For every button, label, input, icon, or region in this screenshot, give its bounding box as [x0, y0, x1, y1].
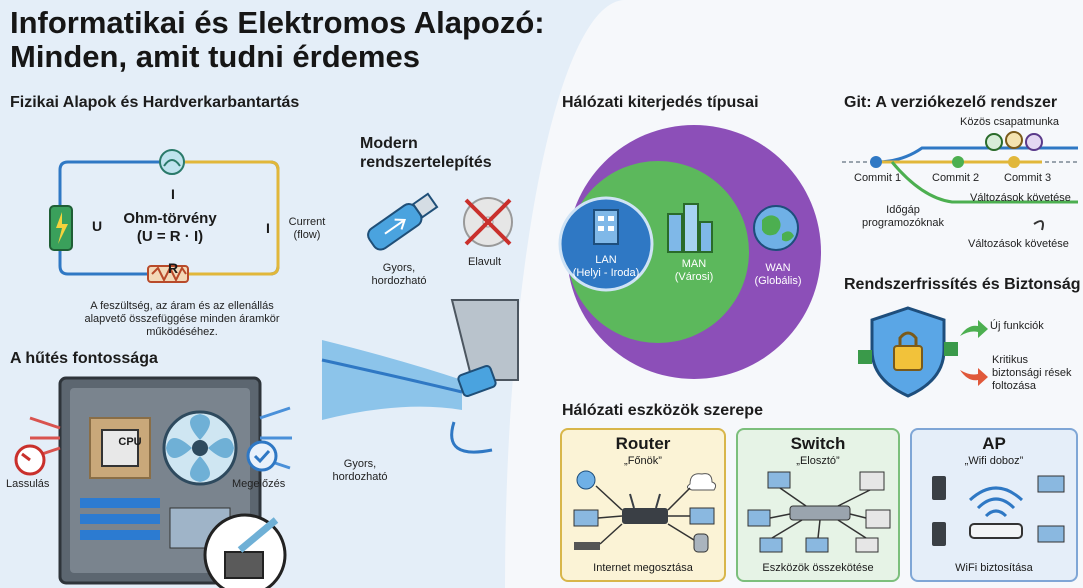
- check-gauge-icon: [246, 440, 278, 472]
- new-features-label: Új funkciók: [990, 320, 1044, 332]
- monitor-icon: [767, 471, 791, 489]
- green-arrow-icon: [960, 320, 988, 338]
- network-scope-diagram: [558, 125, 821, 379]
- changes-label-1: Változások követése: [970, 192, 1071, 204]
- ohm-description: A feszültség, az áram és az ellenállás a…: [84, 300, 280, 338]
- install-heading: Modern rendszertelepítés: [360, 135, 492, 171]
- avatar: [1025, 133, 1043, 151]
- ohm-circuit-diagram: [49, 149, 280, 283]
- wifi-icon: [968, 486, 1024, 518]
- current-label: Current (flow): [288, 216, 326, 241]
- laptop-usb-illustration: [321, 299, 519, 454]
- meter-icon: [159, 149, 185, 175]
- ap-diagram: [932, 475, 1065, 546]
- usb-drive-icon: [367, 192, 439, 251]
- monitor-icon: [689, 507, 715, 525]
- globe-icon: [753, 205, 799, 251]
- ap-card: AP „Wifi doboz” WiFi biztosítása: [910, 428, 1078, 582]
- speedometer-icon: [14, 444, 46, 476]
- commit-node-1: [870, 156, 882, 168]
- avatar: [985, 133, 1003, 151]
- commit-node-3: [1008, 156, 1020, 168]
- label-i-right: I: [266, 220, 270, 236]
- undo-arrow-icon: [1033, 220, 1044, 231]
- git-branch-diagram: [842, 131, 1078, 231]
- usb-label: Gyors, hordozható: [371, 262, 427, 287]
- commit1-label: Commit 1: [854, 172, 902, 184]
- monitor-icon: [573, 509, 599, 527]
- laptop-icon: [1037, 475, 1065, 493]
- cpu-chip: [101, 429, 139, 467]
- laptop-label: Gyors, hordozható: [332, 458, 388, 483]
- lan-label: LAN (Helyi - Iroda): [572, 254, 640, 279]
- phone-icon: [932, 476, 946, 500]
- office-building-icon: [593, 209, 619, 245]
- security-heading: Rendszerfrissítés és Biztonság: [844, 276, 1081, 293]
- git-heading: Git: A verziókezelő rendszer: [844, 94, 1058, 111]
- changes-label-2: Változások követése: [968, 238, 1069, 250]
- page-title: Informatikai és Elektromos Alapozó: Mind…: [10, 5, 545, 74]
- cloud-icon: [686, 473, 717, 491]
- database-icon: [693, 533, 709, 553]
- thermal-paste-icon: [203, 513, 287, 588]
- phone-icon: [932, 522, 946, 546]
- router-icon: [622, 508, 668, 524]
- city-icon: [667, 203, 713, 253]
- label-u: U: [92, 218, 103, 234]
- switch-diagram: [747, 471, 891, 553]
- printer-icon: [855, 537, 879, 553]
- commit3-label: Commit 3: [1004, 172, 1052, 184]
- devices-heading: Hálózati eszközök szerepe: [562, 402, 763, 419]
- globe-icon: [576, 470, 596, 490]
- printer-icon: [859, 471, 885, 491]
- physical-heading: Fizikai Alapok és Hardverkarbantartás: [10, 94, 300, 111]
- switch-card: Switch „Elosztó” Eszközök összekötése: [736, 428, 900, 582]
- network-types-heading: Hálózati kiterjedés típusai: [562, 94, 759, 111]
- label-r: R: [168, 260, 179, 276]
- commit-node-2: [952, 156, 964, 168]
- prevent-label: Megelőzés: [232, 478, 286, 490]
- monitor-icon: [805, 537, 829, 553]
- label-i-top: I: [171, 186, 175, 202]
- monitor-icon: [759, 537, 783, 553]
- commit2-label: Commit 2: [932, 172, 980, 184]
- shield-lock-icon: [858, 306, 958, 398]
- cpu-label: CPU: [118, 436, 142, 448]
- wan-label: WAN (Globális): [754, 262, 802, 287]
- printer-icon: [865, 509, 891, 529]
- router-diagram: [573, 470, 717, 553]
- slow-label: Lassulás: [6, 478, 50, 490]
- ohm-law-label: Ohm-törvény (U = R · I): [123, 210, 217, 245]
- red-arrow-icon: [960, 368, 988, 386]
- time-gap-label: Időgáp programozóknak: [862, 204, 944, 229]
- avatar: [1005, 131, 1023, 149]
- critical-patch-label: Kritikus biztonsági rések foltozása: [992, 354, 1072, 392]
- git-team-label: Közös csapatmunka: [960, 116, 1060, 128]
- switch-icon: [789, 505, 851, 521]
- laptop-icon: [1037, 525, 1065, 543]
- obsolete-label: Elavult: [468, 256, 502, 268]
- modem-icon: [574, 542, 600, 550]
- router-card: Router „Főnök” Internet megosztása: [560, 428, 726, 582]
- access-point-icon: [969, 523, 1023, 539]
- pc-case-illustration: [29, 376, 292, 585]
- cooling-heading: A hűtés fontossága: [10, 350, 158, 367]
- monitor-icon: [747, 509, 771, 527]
- obsolete-disc-icon: [463, 197, 513, 247]
- man-label: MAN (Városi): [674, 258, 714, 283]
